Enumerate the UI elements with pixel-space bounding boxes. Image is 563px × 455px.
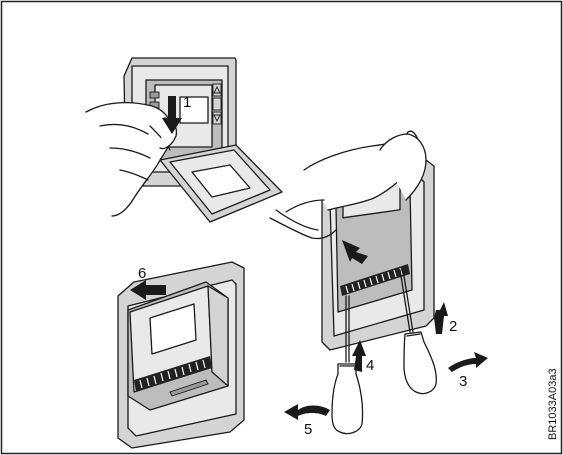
document-reference: BR1033A03a3 [547,368,559,440]
step-5-label: 5 [304,421,312,438]
step-3-label: 3 [459,373,467,390]
step-2-label: 2 [449,318,457,335]
step-4-label: 4 [366,357,374,374]
step-6-label: 6 [138,265,146,282]
step-1-label: 1 [183,94,191,111]
